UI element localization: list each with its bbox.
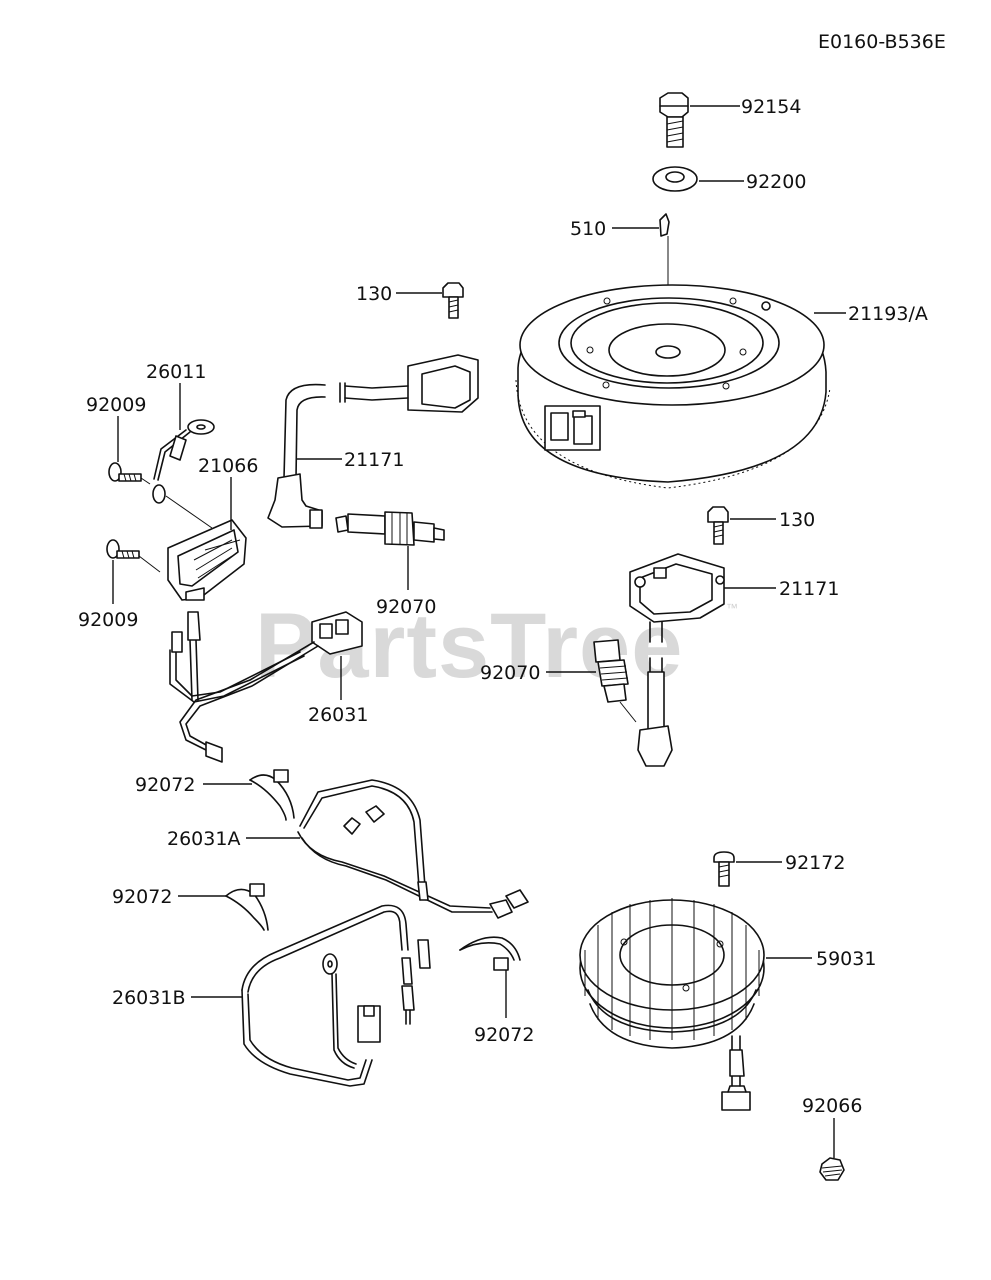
clamp-92072-bottom[interactable]: [459, 936, 521, 971]
stator-59031[interactable]: [579, 898, 765, 1111]
callout-130-top[interactable]: 130: [356, 283, 392, 305]
callout-26031[interactable]: 26031: [308, 704, 368, 726]
callout-21193a[interactable]: 21193/A: [848, 303, 928, 325]
screw-130-top[interactable]: [442, 282, 464, 319]
key-510[interactable]: [659, 213, 670, 237]
ground-wire-26011[interactable]: [152, 419, 215, 529]
callout-26011[interactable]: 26011: [146, 361, 206, 383]
spark-plug-92070-left[interactable]: [335, 511, 445, 546]
callout-92066[interactable]: 92066: [802, 1095, 862, 1117]
callout-21171-right[interactable]: 21171: [779, 578, 839, 600]
screw-92009-top[interactable]: [108, 462, 151, 485]
callout-92072-mid[interactable]: 92072: [112, 886, 172, 908]
ignition-coil-21171-right[interactable]: [629, 553, 725, 767]
callout-92154[interactable]: 92154: [741, 96, 801, 118]
callout-92070-left[interactable]: 92070: [376, 596, 436, 618]
callout-92009-top[interactable]: 92009: [86, 394, 146, 416]
callout-92172[interactable]: 92172: [785, 852, 845, 874]
callout-26031a[interactable]: 26031A: [167, 828, 240, 850]
spark-plug-92070-right[interactable]: [593, 639, 637, 723]
callout-92072-bottom[interactable]: 92072: [474, 1024, 534, 1046]
harness-26031b[interactable]: [241, 904, 431, 1087]
harness-26031[interactable]: [169, 611, 363, 763]
flywheel-21193a[interactable]: [515, 284, 831, 489]
regulator-21066[interactable]: [167, 519, 247, 601]
bolt-92154[interactable]: [659, 92, 689, 148]
callout-21066[interactable]: 21066: [198, 455, 258, 477]
diagram-code: E0160-B536E: [818, 31, 946, 53]
callout-130-right[interactable]: 130: [779, 509, 815, 531]
screw-92009-bottom[interactable]: [106, 539, 161, 573]
callout-92009-bottom[interactable]: 92009: [78, 609, 138, 631]
watermark-trademark: ™: [726, 601, 738, 615]
callout-59031[interactable]: 59031: [816, 948, 876, 970]
ignition-coil-21171-top[interactable]: [267, 354, 479, 529]
callout-510[interactable]: 510: [570, 218, 606, 240]
clamp-92072-mid[interactable]: [225, 883, 269, 931]
callout-26031b[interactable]: 26031B: [112, 987, 185, 1009]
callout-92070-right[interactable]: 92070: [480, 662, 540, 684]
screw-92172[interactable]: [713, 851, 735, 887]
callout-21171-left[interactable]: 21171: [344, 449, 404, 471]
harness-26031a[interactable]: [297, 779, 529, 919]
callout-92200[interactable]: 92200: [746, 171, 806, 193]
nut-92066[interactable]: [819, 1157, 845, 1181]
callout-92072-top[interactable]: 92072: [135, 774, 195, 796]
clamp-92072-top[interactable]: [249, 769, 295, 821]
washer-92200[interactable]: [652, 166, 698, 192]
screw-130-right[interactable]: [707, 506, 729, 545]
